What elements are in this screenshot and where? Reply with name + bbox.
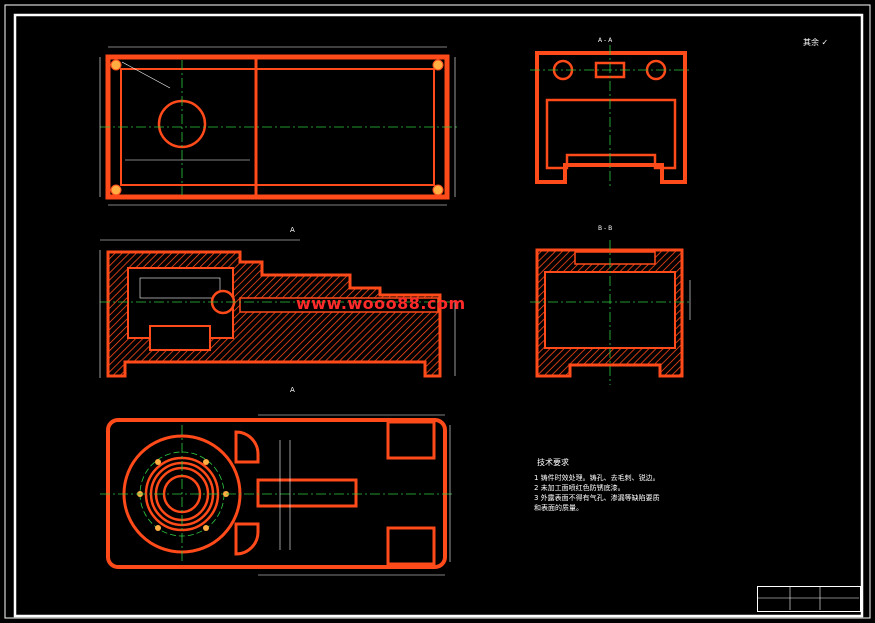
top-plan-view	[99, 46, 458, 206]
svg-text:A: A	[290, 386, 295, 394]
section-a-a-label: A - A	[598, 37, 613, 44]
bottom-plan-view	[100, 414, 455, 576]
technical-requirement-item: 和表面的质量。	[534, 504, 583, 512]
section-b-b-view	[530, 240, 691, 385]
surface-finish-note: 其余 ✓	[803, 38, 829, 47]
section-b-b-label: B - B	[598, 225, 613, 232]
watermark-text: www.wooo88.com	[296, 294, 466, 313]
technical-requirement-item: 2 未加工面喷红色防锈底漆。	[534, 484, 625, 492]
outer-frame	[4, 4, 871, 619]
title-block-grid	[757, 586, 859, 610]
title-block	[757, 586, 861, 612]
technical-requirement-item: 3 外露表面不得有气孔、渗漏等缺陷要质	[534, 494, 660, 502]
technical-requirement-item: 1 铸件时效处理。铸孔、去毛刺、锐边。	[534, 474, 660, 482]
inner-frame	[13, 13, 864, 618]
technical-requirements-title: 技术要求	[537, 458, 569, 467]
section-a-a-view	[530, 45, 690, 188]
front-section-view: A A	[99, 226, 456, 394]
svg-text:A: A	[290, 226, 295, 234]
